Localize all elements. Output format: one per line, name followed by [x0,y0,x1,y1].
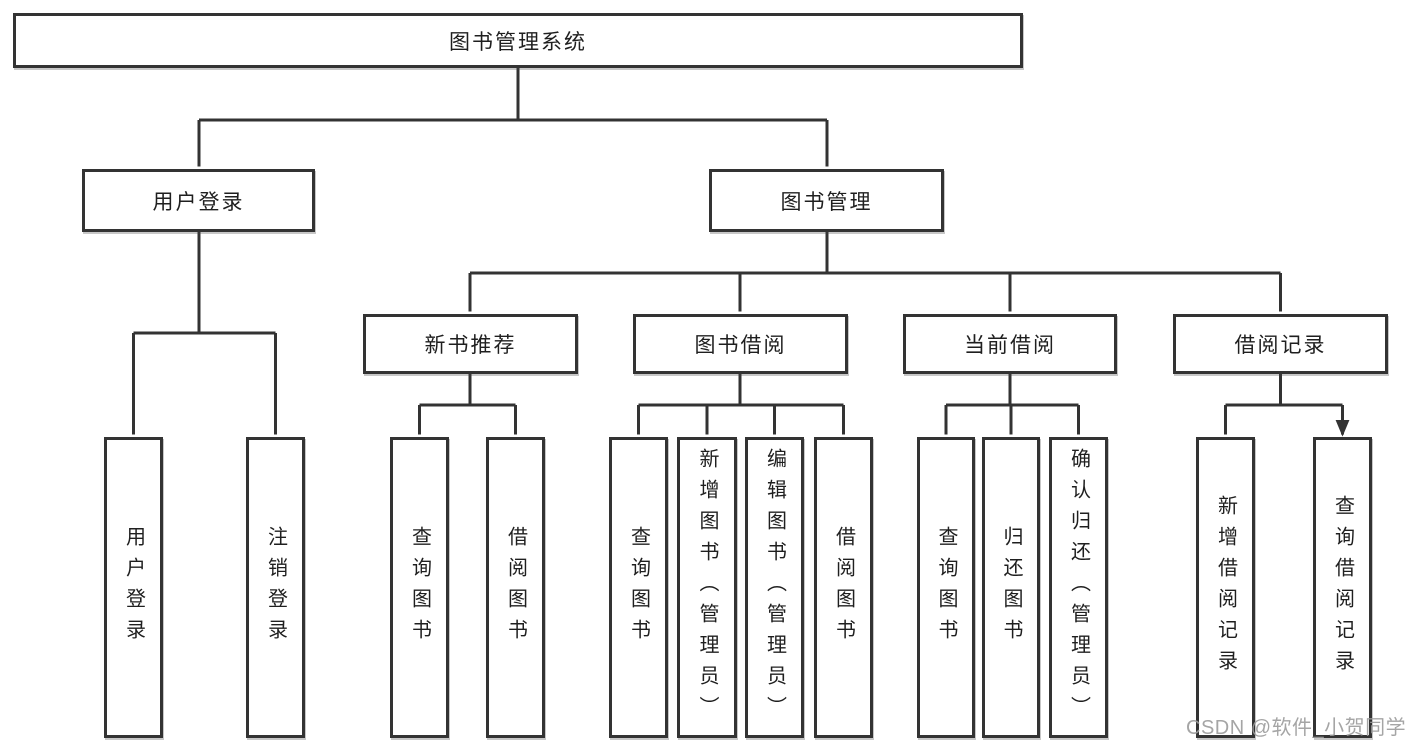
node-query-books-current: 查询图书 [917,437,975,738]
node-book-borrowing: 图书借阅 [633,314,848,374]
node-book-management: 图书管理 [709,169,944,232]
node-confirm-return-admin: 确认归还（管理员） [1049,437,1108,738]
node-add-borrow-record: 新增借阅记录 [1196,437,1255,738]
node-new-book-recommend: 新书推荐 [363,314,578,374]
node-logout-action: 注销登录 [246,437,305,738]
node-user-login-action: 用户登录 [104,437,163,738]
node-edit-books-admin: 编辑图书（管理员） [745,437,804,738]
node-query-borrow-record: 查询借阅记录 [1313,437,1372,738]
node-query-books-recommend: 查询图书 [390,437,449,738]
connector-skeleton [133,68,1343,407]
node-borrow-books-borrowing: 借阅图书 [814,437,873,738]
node-borrowing-records: 借阅记录 [1173,314,1388,374]
node-query-books-borrowing: 查询图书 [609,437,668,738]
node-user-login: 用户登录 [82,169,315,232]
node-current-borrowing: 当前借阅 [903,314,1117,374]
node-return-books: 归还图书 [982,437,1040,738]
connector-arrows [132,120,1343,435]
node-add-books-admin: 新增图书（管理员） [677,437,737,738]
node-borrow-books-recommend: 借阅图书 [486,437,545,738]
csdn-watermark: CSDN @软件_小贺同学 [1186,717,1405,739]
node-library-system: 图书管理系统 [13,13,1023,68]
